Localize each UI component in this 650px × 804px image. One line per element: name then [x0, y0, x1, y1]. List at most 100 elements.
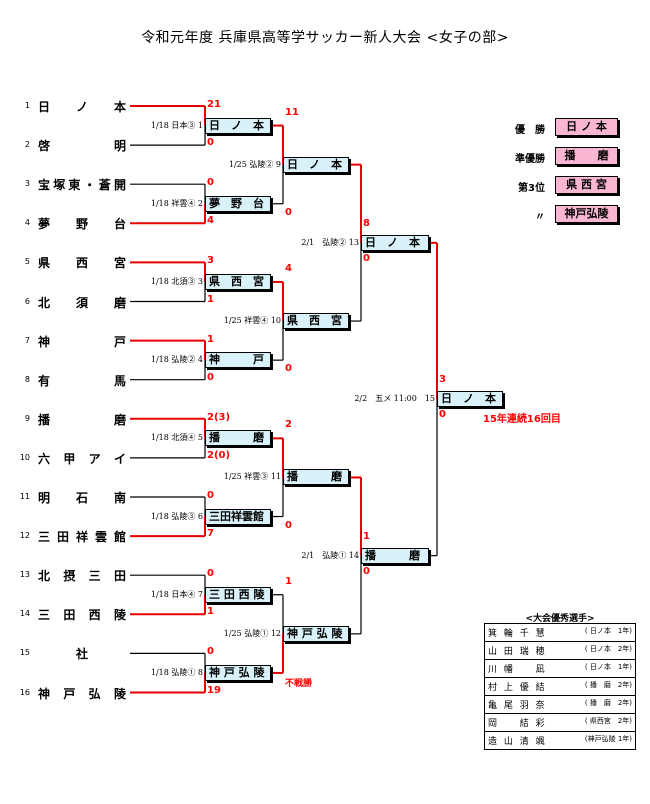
mvp-cell: 川 幡 凪 ( 日ノ本 1年): [484, 659, 636, 678]
team-seed: 11: [19, 492, 30, 501]
team-name: 北 須 磨: [38, 295, 126, 310]
match-box: 播 磨: [361, 547, 429, 564]
match-box: 神 戸 弘 陵: [205, 664, 271, 681]
player-name: 川 幡 凪: [488, 665, 547, 675]
team-name: 三 田 西 陵: [38, 608, 126, 623]
team-name: 県 西 宮: [38, 256, 126, 271]
score: 2(3): [207, 411, 231, 423]
score: 0: [207, 568, 214, 580]
mvp-title: <大会優秀選手>: [525, 614, 595, 624]
mvp-cell: 岡 結 彩 ( 県西宮 2年): [484, 713, 636, 732]
match-box: 三 田 西 陵: [205, 586, 271, 603]
result-label: 第3位: [518, 183, 545, 194]
player-school: ( 日ノ本 1年): [584, 627, 632, 635]
score: 0: [363, 565, 370, 577]
mvp-row: 造 山 清 颯 (神戸弘陵 1年): [484, 731, 636, 750]
team-seed: 13: [19, 570, 30, 580]
match-box: 県 西 宮: [205, 273, 271, 290]
match-meta: 1/25 弘陵② 9: [228, 159, 281, 169]
result-box: 神戸弘陵: [555, 205, 618, 223]
team-name: 夢 野 台: [38, 217, 126, 232]
team-name: 有 馬: [38, 373, 126, 388]
match-meta: 1/18 弘陵③ 6: [150, 511, 203, 521]
match-meta: 2/1 弘陵② 13: [301, 237, 359, 247]
result-box: 日 ノ 本: [555, 118, 618, 136]
team-name: 社: [75, 647, 88, 662]
mvp-table: 箕 輪 千 慧( 日ノ本 1年)山 田 瑞 穂( 日ノ本 2年) 川 幡 凪 ( 日…: [484, 623, 636, 750]
result-label: 〃: [535, 212, 545, 223]
match-meta: 1/25 弘陵① 12: [223, 628, 281, 638]
score: 8: [363, 217, 370, 229]
score: 19: [207, 684, 221, 696]
score: 0: [285, 519, 292, 531]
score: 0: [285, 363, 292, 375]
match-meta: 1/25 祥雲③ 11: [223, 472, 281, 482]
score: 1: [363, 530, 370, 542]
player-name: 亀 尾 羽 奈: [488, 701, 547, 711]
mvp-cell: 亀 尾 羽 奈 ( 播 磨 2年): [484, 695, 636, 714]
match-box: 播 磨: [283, 469, 349, 486]
match-box: 夢 野 台: [205, 195, 271, 212]
score: 1: [285, 575, 292, 587]
score: 1: [207, 333, 214, 345]
score: 不戦勝: [285, 678, 313, 689]
mvp-cell: 山 田 瑞 穂( 日ノ本 2年): [484, 641, 636, 660]
team-seed: 8: [24, 374, 30, 384]
mvp-cell: 造 山 清 颯 (神戸弘陵 1年): [484, 731, 636, 750]
mvp-cell: 村 上 優 結( 播 磨 2年): [484, 677, 636, 696]
team-name: 北 摂 三 田: [38, 569, 126, 584]
team-seed: 6: [24, 296, 30, 306]
champion-note: 15年連続16回目: [483, 414, 561, 426]
player-school: ( 日ノ本 1年): [584, 663, 632, 671]
result-box: 県 西 宮: [555, 176, 618, 194]
team-seed: 5: [24, 257, 30, 267]
team-name: 日 ノ 本: [38, 100, 126, 114]
score: 11: [285, 106, 299, 118]
result-label: 優 勝: [515, 125, 545, 136]
score: 2(0): [207, 449, 231, 461]
player-school: (神戸弘陵 1年): [584, 735, 632, 743]
team-name: 播 磨: [38, 412, 126, 427]
match-meta: 1/18 北須③ 3: [150, 276, 203, 286]
team-name: 明 石 南: [38, 491, 126, 505]
player-school: ( 日ノ本 2年): [584, 645, 632, 653]
team-seed: 10: [19, 452, 30, 462]
team-name: 三田祥雲館: [38, 530, 126, 545]
match-box: 日 ノ 本: [361, 234, 429, 251]
score: 3: [439, 374, 446, 386]
match-meta: 1/18 北須④ 5: [150, 433, 203, 443]
match-box: 三田祥雲館: [205, 508, 271, 525]
match-meta: 2/1 弘陵① 14: [301, 550, 359, 560]
mvp-row: 岡 結 彩 ( 県西宮 2年): [484, 713, 636, 732]
team-seed: 2: [24, 140, 30, 150]
team-name: 啓 明: [38, 139, 126, 154]
match-meta: 1/18 弘陵② 4: [150, 355, 203, 365]
player-school: ( 県西宮 2年): [584, 717, 632, 725]
result-box: 播 磨: [555, 147, 618, 165]
team-seed: 14: [19, 609, 30, 619]
page-title: 令和元年度 兵庫県高等学サッカー新人大会 <女子の部>: [141, 30, 509, 46]
match-meta: 2/2 五メ 11:00 15: [354, 394, 435, 404]
team-name: 六 甲 ア イ: [38, 451, 126, 466]
score: 0: [207, 490, 214, 501]
score: 0: [207, 646, 214, 658]
mvp-row: 川 幡 凪 ( 日ノ本 1年): [484, 659, 636, 678]
player-name: 岡 結 彩: [488, 719, 547, 729]
final-box: 日 ノ 本: [437, 391, 503, 408]
match-box: 神 戸 弘 陵: [283, 625, 349, 642]
team-name: 神 戸 弘 陵: [38, 686, 126, 701]
mvp-row: 箕 輪 千 慧( 日ノ本 1年): [484, 623, 636, 642]
team-seed: 16: [19, 687, 30, 697]
match-box: 日 ノ 本: [283, 156, 349, 173]
player-name: 村 上 優 結: [488, 683, 547, 693]
score: 3: [207, 255, 214, 267]
score: 7: [207, 528, 214, 540]
match-box: 播 磨: [205, 430, 271, 447]
score: 0: [207, 177, 214, 189]
player-school: ( 播 磨 2年): [584, 699, 632, 707]
team-seed: 9: [24, 413, 30, 423]
mvp-row: 村 上 優 結( 播 磨 2年): [484, 677, 636, 696]
match-meta: 1/18 祥雲④ 2: [150, 198, 203, 208]
mvp-row: 亀 尾 羽 奈 ( 播 磨 2年): [484, 695, 636, 714]
player-name: 造 山 清 颯: [488, 737, 547, 747]
